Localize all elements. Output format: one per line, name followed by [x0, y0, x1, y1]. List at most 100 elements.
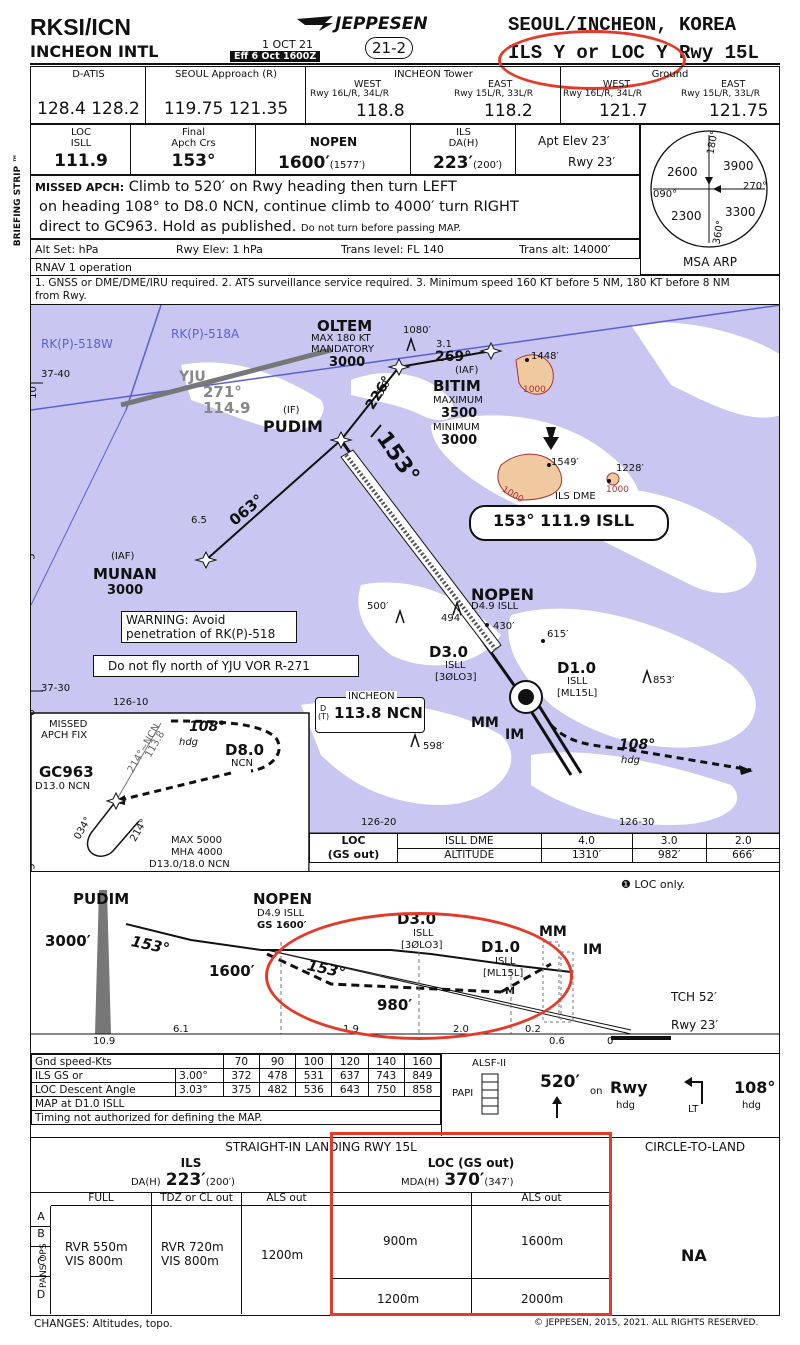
restricted-area-518a: RK(P)-518A [171, 327, 240, 341]
ils-frequency-box: 153° 111.9 ISLL [469, 505, 669, 541]
ground-east-rwy: Rwy 15L/R, 33L/R [681, 89, 761, 99]
seg1-course: 269° [435, 349, 472, 365]
loc-als-ab: 1600m [521, 1234, 564, 1248]
profile-nopen-dme: D4.9 ISLL [257, 908, 305, 919]
speed-col: 120 [331, 1054, 369, 1069]
profile-dist-10-9: 10.9 [93, 1036, 116, 1047]
rwy-label: Rwy [610, 1078, 648, 1097]
d30-name: [3ØLO3] [435, 672, 477, 683]
fix-d10: D1.0 [557, 659, 597, 677]
profile-rwy: Rwy 23′ [671, 1018, 719, 1032]
crs-label1: Final [181, 127, 206, 138]
speed-col: 70 [222, 1054, 260, 1069]
speed-cell: 637 [331, 1068, 369, 1083]
footer-changes: CHANGES: Altitudes, topo. [34, 1318, 173, 1330]
trans-level: Trans level: FL 140 [341, 243, 444, 256]
missed-text3: direct to GC963. Hold as published. [39, 219, 297, 235]
bitim-min-alt: 3000 [441, 433, 478, 448]
restricted-area-518w: RK(P)-518W [41, 337, 113, 351]
profile-dist-0-6: 0.6 [549, 1036, 565, 1047]
ground-west-rwy: Rwy 16L/R, 34L/R [563, 89, 643, 99]
loc-cell: LOC ISLL 111.9 [31, 125, 131, 174]
profile-gs: GS 1600′ [257, 920, 307, 931]
comms-row: D-ATIS 128.4 128.2 SEOUL Approach (R) 11… [30, 66, 780, 124]
obstacle-615: 615′ [547, 629, 569, 640]
north-box: Do not fly north of YJU VOR R-271 [93, 655, 359, 677]
dme-cell: 2.0 [705, 833, 779, 849]
yju-vor: YJU [179, 369, 206, 385]
da-label1: ILS [456, 127, 471, 138]
da-sub: (200′) [472, 160, 503, 171]
hold-mha: MHA 4000 [171, 847, 223, 858]
msa-label: MSA ARP [683, 255, 737, 269]
oltem-alt: 3000 [329, 355, 366, 370]
profile-im: IM [583, 942, 603, 958]
fix-d30: D3.0 [429, 643, 469, 661]
obstacle-430: 430′ [493, 621, 515, 632]
contour-1000a: 1000 [523, 385, 546, 395]
cat-c: C [31, 1247, 51, 1277]
speed-col: 90 [258, 1054, 297, 1069]
msa-diagram [650, 130, 768, 248]
munan-iaf: (IAF) [111, 551, 135, 562]
yju-radial: 271° [203, 383, 242, 401]
speed-cell: 372 [222, 1068, 260, 1083]
tower-east-rwy: Rwy 15L/R, 33L/R [454, 89, 534, 99]
warning-line2: penetration of RK(P)-518 [126, 627, 276, 641]
seg1-dist: 3.1 [436, 339, 452, 350]
bitim-max-label: MAXIMUM [433, 395, 483, 406]
profile-mm: MM [539, 924, 567, 940]
inset-label1: MISSED [49, 719, 88, 730]
fix-bitim: BITIM [433, 377, 481, 395]
full-rvr: RVR 550m [65, 1240, 128, 1254]
oltem-mandatory: MANDATORY [311, 344, 374, 355]
fix-cell: NOPEN 1600′(1577′) [256, 125, 411, 174]
rwy-elev-hpa: Rwy Elev: 1 hPa [176, 243, 263, 256]
crs-cell: Final Apch Crs 153° [131, 125, 256, 174]
msa-box: 2600 3900 2300 3300 180° 270° 090° 360° … [640, 124, 780, 275]
oltem-speed: MAX 180 KT [311, 333, 371, 344]
jeppesen-logo: JEPPESEN [295, 14, 428, 34]
alt-set-row: Alt Set: hPa Rwy Elev: 1 hPa Trans level… [30, 239, 640, 259]
speed-row1-label: ILS GS or [30, 1068, 177, 1083]
fix-alt-sub: (1577′) [329, 160, 366, 171]
alt-cell: 982′ [631, 847, 707, 863]
vor-d: D [320, 704, 327, 713]
missed-climb-alt: 520′ [540, 1072, 580, 1092]
profile-alt-1600: 1600′ [209, 962, 255, 980]
airport-ident: RKSI/ICN [30, 14, 131, 40]
vor-name: INCHEON [346, 691, 397, 702]
loc-cd: 1200m [377, 1292, 420, 1306]
da-label2: DA(H) [448, 138, 479, 149]
latitude-37-30: 37-30 [41, 683, 71, 694]
full-vis: VIS 800m [65, 1254, 123, 1268]
header-rule [30, 63, 780, 65]
left-turn-icon [684, 1077, 703, 1104]
obstacle-598: 598′ [423, 741, 445, 752]
fix-pudim: PUDIM [263, 417, 323, 436]
ground-east-freq: 121.75 [709, 101, 769, 121]
speed-cell: 375 [222, 1082, 260, 1097]
rwy-elev: Rwy 23′ [568, 155, 616, 169]
munan-dist: 6.5 [191, 515, 207, 526]
hold-max: MAX 5000 [171, 835, 222, 846]
loc-minima-label: LOC (GS out) [427, 1156, 515, 1170]
briefing-strip-text: BRIEFING STRIP ™ [13, 153, 23, 247]
longitude-126-20: 126-20 [361, 817, 397, 828]
yju-dist: 114.9 [203, 399, 251, 417]
apt-elev: Apt Elev 23′ [538, 134, 610, 148]
alt-cell: 1310′ [540, 847, 633, 863]
profile-tch: TCH 52′ [671, 990, 717, 1004]
marker-mm: MM [471, 715, 499, 731]
speed-cell: 536 [295, 1082, 333, 1097]
trans-alt: Trans alt: 14000′ [519, 243, 611, 256]
vor-box: INCHEON D (T) 113.8 NCN [315, 691, 425, 733]
d8-ncn: NCN [231, 758, 253, 769]
inset-label2: APCH FIX [41, 730, 88, 741]
tower-cell: INCHEON Tower WEST Rwy 16L/R, 34L/R 118.… [306, 67, 561, 123]
datis-cell: D-ATIS 128.4 128.2 [31, 67, 146, 123]
gc963-dme: D13.0 NCN [35, 781, 91, 792]
d10-id: ISLL [567, 676, 588, 687]
